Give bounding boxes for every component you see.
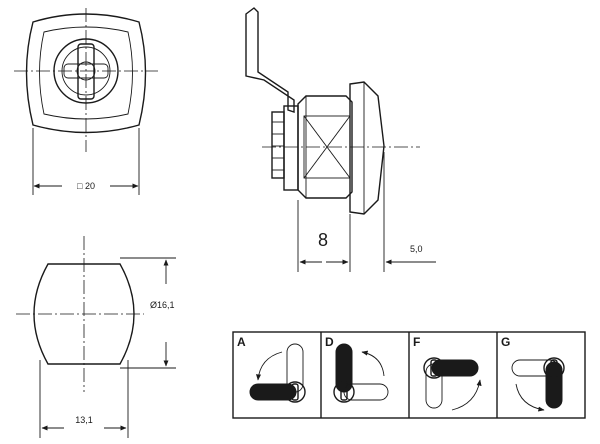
- front-width-dimension: □ 20: [77, 181, 95, 191]
- position-f-label: F: [413, 335, 420, 349]
- cam-length-dimension: 8: [318, 230, 328, 250]
- cam-position-table: A D F G: [232, 331, 586, 419]
- front-view: □ 20: [14, 8, 158, 195]
- position-a-label: A: [237, 335, 246, 349]
- position-g-label: G: [501, 335, 510, 349]
- position-a: A: [237, 335, 306, 403]
- position-d: D: [325, 335, 389, 403]
- side-view: 8 5,0: [245, 7, 436, 272]
- position-d-label: D: [325, 335, 334, 349]
- position-g: G: [501, 335, 565, 412]
- position-f: F: [413, 335, 482, 411]
- flange-offset-dimension: 5,0: [410, 244, 423, 254]
- cutout-width-dimension: 13,1: [75, 415, 93, 425]
- panel-cutout: Ø16,1 13,1: [16, 236, 176, 438]
- cutout-height-dimension: Ø16,1: [150, 300, 175, 310]
